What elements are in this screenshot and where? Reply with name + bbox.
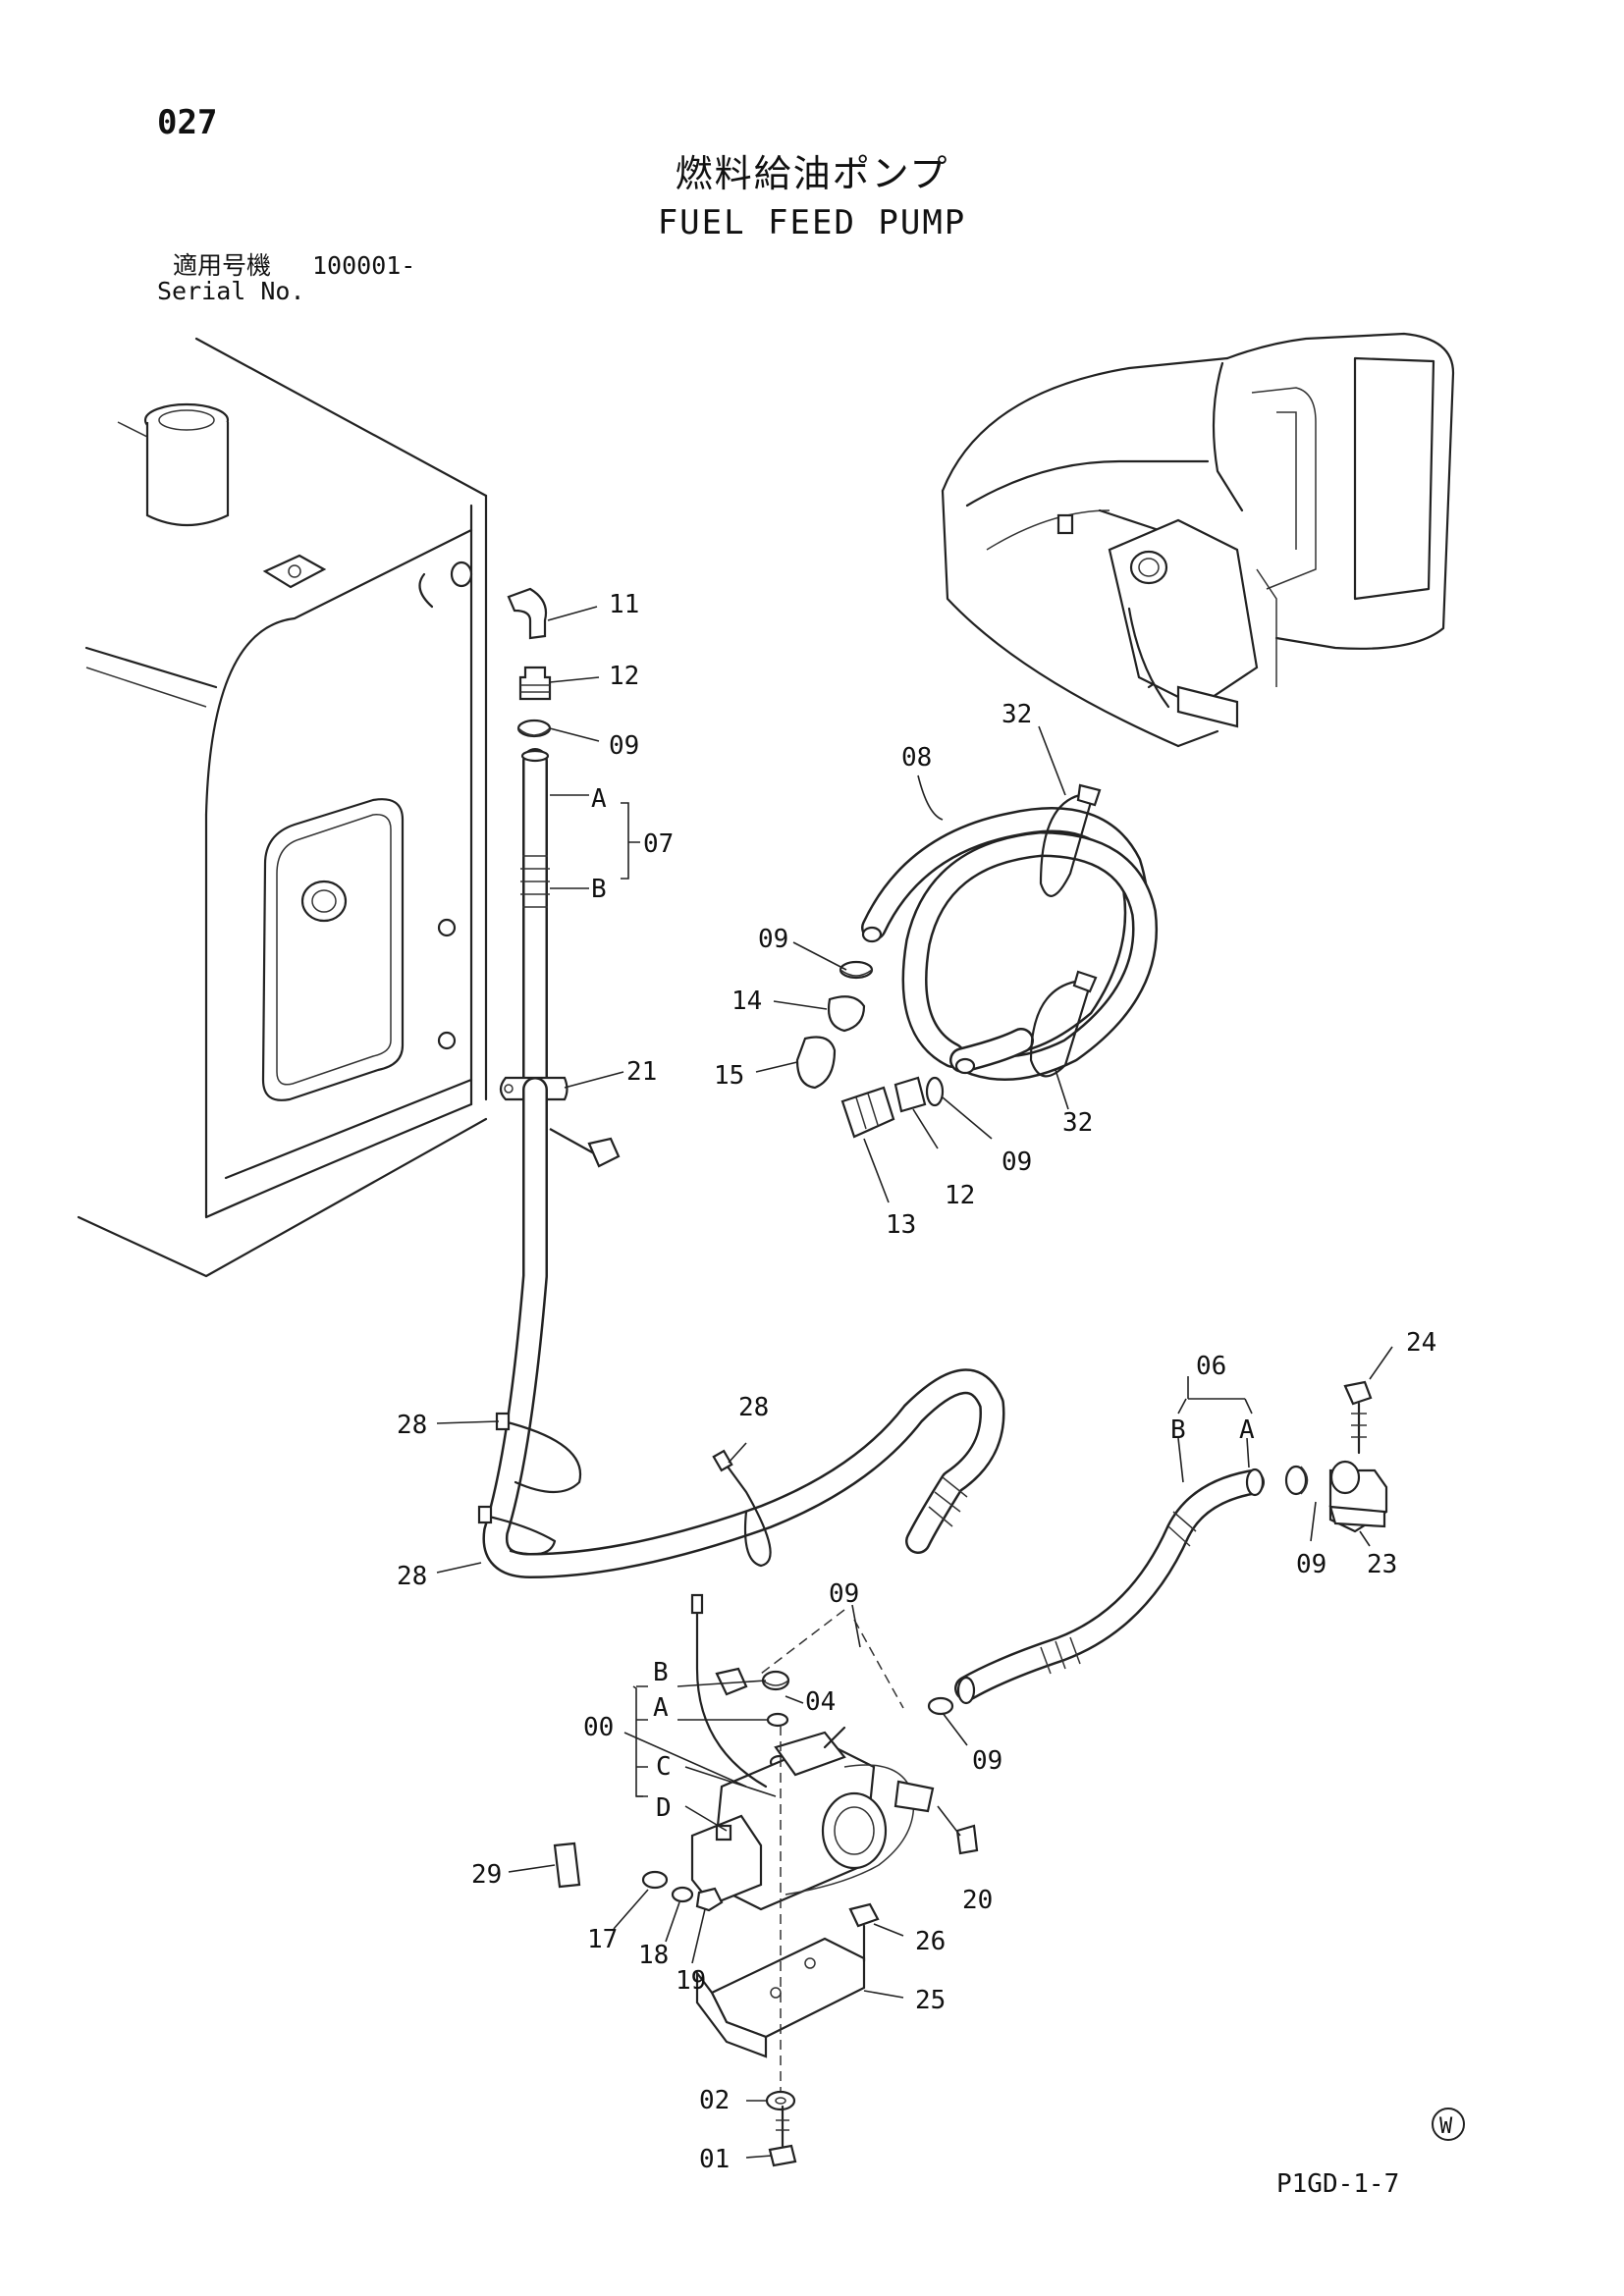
callout-13: 13	[886, 1210, 916, 1240]
callout-09: 09	[1001, 1148, 1032, 1177]
callout-12: 12	[609, 662, 639, 691]
fuel-tank-drawing	[77, 337, 488, 1278]
long-hose-assembly	[477, 1077, 1005, 1578]
outlet-hose-assembly	[954, 1380, 1388, 1705]
callout-00-a: A	[653, 1693, 669, 1723]
callout-21: 21	[626, 1057, 657, 1087]
page-title-japanese: 燃料給油ポンプ	[675, 152, 949, 195]
callout-00-b: B	[653, 1658, 669, 1687]
callout-26: 26	[915, 1927, 946, 1956]
callout-00-c: C	[656, 1752, 672, 1782]
callout-20: 20	[962, 1886, 993, 1915]
callout-06-b: B	[1170, 1415, 1186, 1445]
w-mark-text: W	[1439, 2114, 1453, 2139]
page-number: 027	[157, 103, 218, 142]
callout-29: 29	[471, 1860, 502, 1890]
callout-07-b: B	[591, 875, 607, 904]
callout-labels: 11 12 09 A B 07 21 08 32 09 14 15 09 32 …	[397, 590, 1436, 2174]
pump-assembly	[553, 1593, 979, 2167]
callout-06: 06	[1196, 1352, 1226, 1381]
callout-02: 02	[699, 2086, 730, 2115]
suction-line-parts	[499, 587, 621, 1168]
callout-19: 19	[676, 1966, 706, 1996]
callout-00: 00	[583, 1713, 614, 1742]
callout-11: 11	[609, 590, 639, 619]
callout-07-a: A	[591, 784, 607, 814]
callout-leaders	[436, 606, 1393, 2159]
page-title-english: FUEL FEED PUMP	[657, 203, 967, 242]
callout-15: 15	[714, 1061, 744, 1091]
callout-09: 09	[829, 1579, 859, 1609]
callout-08: 08	[901, 743, 932, 773]
callout-14: 14	[731, 987, 762, 1016]
callout-12: 12	[945, 1181, 975, 1210]
callout-01: 01	[699, 2145, 730, 2174]
callout-28: 28	[738, 1393, 769, 1422]
callout-18: 18	[638, 1941, 669, 1970]
callout-28: 28	[397, 1562, 427, 1591]
callout-09: 09	[609, 731, 639, 761]
callout-00-d: D	[656, 1793, 672, 1823]
callout-32: 32	[1062, 1108, 1093, 1138]
callout-32: 32	[1001, 700, 1032, 729]
callout-23: 23	[1367, 1550, 1397, 1579]
serial-label-english: Serial No.	[157, 277, 305, 305]
serial-label-japanese: 適用号機	[173, 251, 272, 280]
coiled-hose-assembly	[795, 783, 1158, 1139]
callout-09: 09	[1296, 1550, 1326, 1579]
callout-25: 25	[915, 1986, 946, 2015]
callout-24: 24	[1406, 1328, 1436, 1358]
drawing-code: P1GD-1-7	[1276, 2169, 1400, 2199]
w-circle-mark: W	[1432, 2108, 1465, 2141]
callout-09: 09	[758, 925, 788, 954]
callout-06-a: A	[1239, 1415, 1255, 1445]
serial-number-value: 100001-	[312, 251, 416, 280]
callout-07: 07	[643, 829, 674, 859]
callout-17: 17	[587, 1925, 618, 1954]
callout-04: 04	[805, 1687, 836, 1717]
callout-28: 28	[397, 1411, 427, 1440]
callout-09: 09	[972, 1746, 1002, 1776]
machine-overview-drawing	[941, 332, 1455, 748]
